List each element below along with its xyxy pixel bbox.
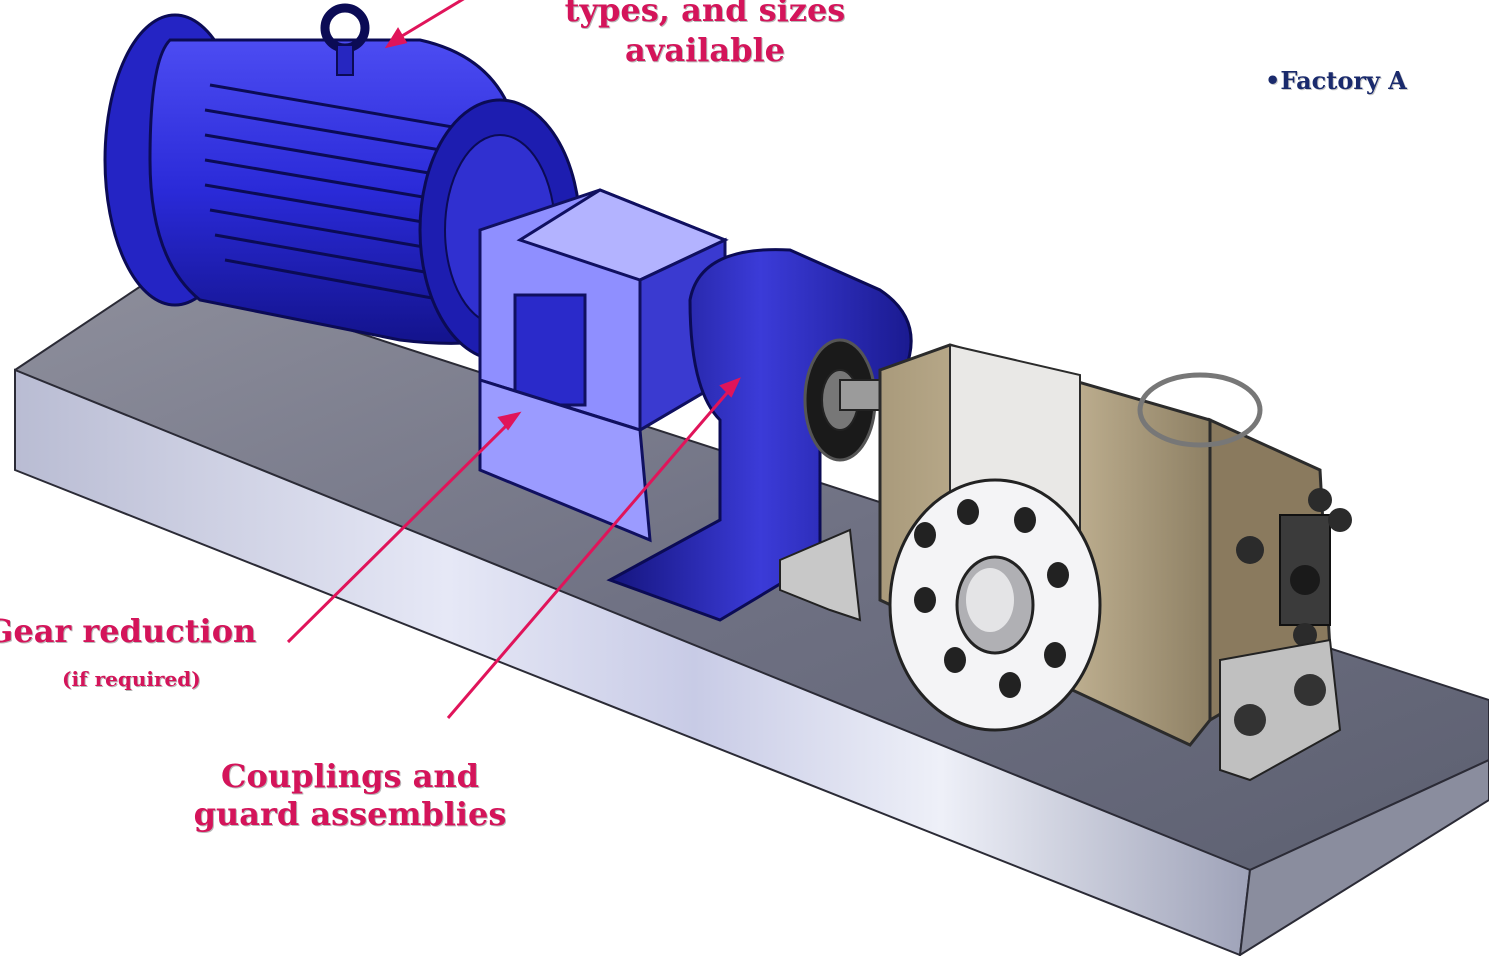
gear-reduction-note: (if required) [62, 665, 201, 693]
factory-bullet-text: •Factory A [1265, 66, 1407, 95]
coupling-arrow [446, 385, 735, 719]
motor-callout: types, and sizes available [460, 0, 950, 70]
motor-arrow [391, 0, 465, 44]
flange-icon [888, 478, 1102, 732]
gear-reduction-title: Gear reduction [0, 612, 257, 650]
gearbox-icon [478, 188, 729, 543]
coupling-callout-line2: guard assemblies [193, 795, 507, 833]
gear-reduction-note-text: (if required) [62, 667, 201, 691]
motor-icon [103, 3, 582, 362]
gear-reduction-callout: Gear reduction [0, 611, 256, 651]
motor-callout-line1: types, and sizes [564, 0, 846, 29]
callout-arrows [286, 0, 741, 719]
factory-bullet: •Factory A [1265, 66, 1407, 96]
gear-arrow [286, 418, 514, 644]
motor-callout-line2: available [625, 31, 785, 69]
coupling-callout: Couplings and guard assemblies [150, 757, 550, 833]
coupling-guard-icon [606, 248, 913, 622]
coupling-callout-line1: Couplings and [221, 757, 479, 795]
